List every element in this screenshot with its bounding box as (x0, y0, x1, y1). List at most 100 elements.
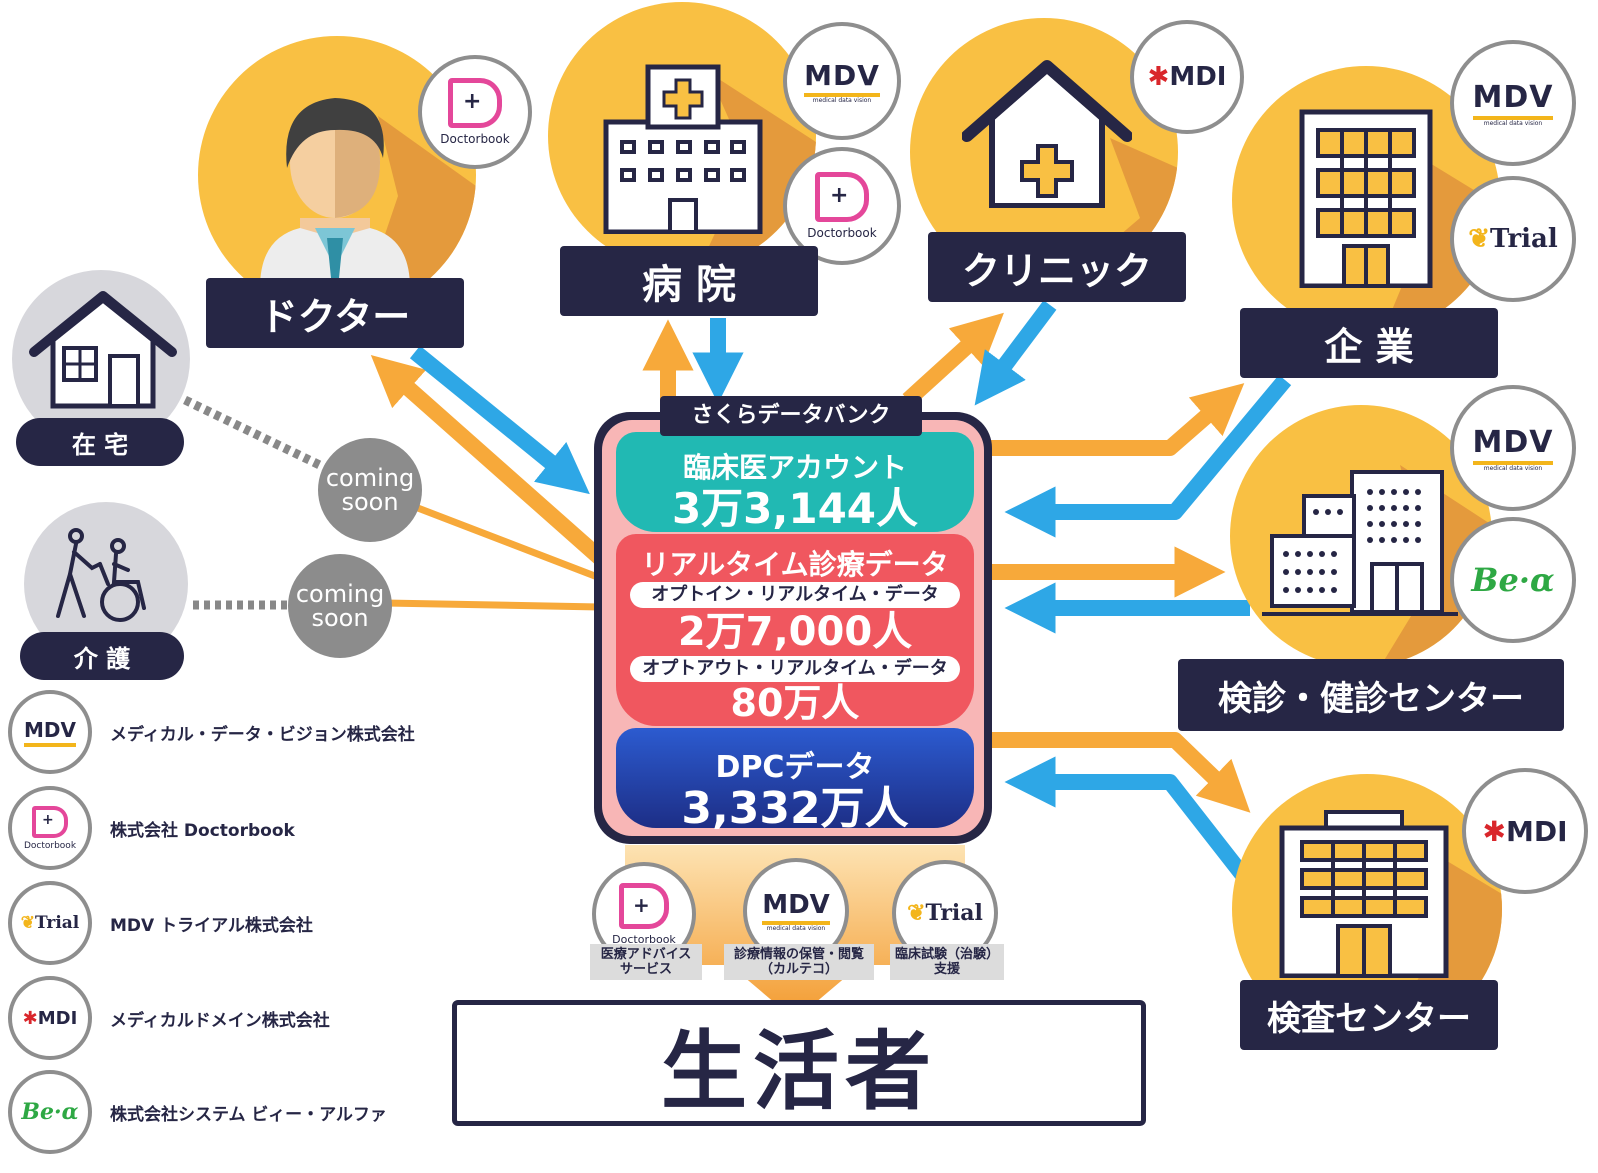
bealpha-logo-text: Be·α (21, 1099, 79, 1125)
legend-trial-logo: ❦Trial (8, 881, 92, 965)
doctor-icon (260, 98, 410, 288)
lab-center-icon (1279, 810, 1449, 978)
doctorbook-logo-text: Doctorbook (807, 226, 877, 240)
mdi-logo-text: MDI (1169, 62, 1227, 92)
legend-item-bealpha: Be·α 株式会社システム ビィー・アルファ (8, 1068, 387, 1156)
clinic-mdi-logo: ✱MDI (1130, 20, 1244, 134)
legend-label: 株式会社システム ビィー・アルファ (110, 1104, 387, 1125)
db-clinicians-title: 臨床医アカウント (682, 451, 907, 484)
coming-soon-home: coming soon (318, 438, 422, 542)
mdv-logo-text: MDV (1472, 424, 1554, 460)
database-title: さくらデータバンク (660, 396, 922, 436)
mdv-logo-text: MDV (804, 58, 880, 92)
consumer-label: 生活者 (661, 1021, 937, 1122)
legend-label: メディカルドメイン株式会社 (110, 1010, 330, 1031)
line-home (408, 501, 602, 582)
service-record-label: 診療情報の保管・閲覧 （カルテコ） (724, 944, 874, 980)
wheelchair-care-icon (56, 528, 146, 622)
mdi-star-icon: ✱ (1147, 62, 1170, 92)
db-realtime-title: リアルタイム診療データ (641, 548, 949, 581)
arrow-from-clinic (974, 300, 1057, 406)
checkup-center-icon (1262, 470, 1458, 616)
db-clinicians-band: 臨床医アカウント 3万3,144人 (616, 432, 974, 532)
hospital-doctorbook-logo: + Doctorbook (783, 147, 901, 265)
checkup-mdv-logo: MDV medical data vision (1450, 385, 1576, 511)
checkup-bealpha-logo: Be·α (1450, 517, 1576, 643)
db-dpc-title: DPCデータ (715, 750, 875, 785)
legend-doctorbook-logo: + Doctorbook (8, 786, 92, 870)
trial-logo-text: Trial (34, 913, 80, 933)
coming-soon-care: coming soon (288, 554, 392, 658)
lab-mdi-logo: ✱MDI (1462, 768, 1588, 894)
hospital-label: 病 院 (560, 246, 818, 316)
doctor-label: ドクター (206, 278, 464, 348)
clinic-label: クリニック (928, 232, 1186, 302)
legend-item-doctorbook: + Doctorbook 株式会社 Doctorbook (8, 784, 295, 872)
legend-item-trial: ❦Trial MDV トライアル株式会社 (8, 879, 313, 967)
arrow-from-doctor (409, 345, 590, 495)
arrow-to-clinic (902, 312, 1004, 406)
coming-soon-line1: coming (325, 464, 415, 492)
arrow-to-doctor (370, 355, 606, 564)
checkup-label: 検診・健診センター (1178, 659, 1564, 731)
arrow-to-lab (985, 732, 1251, 813)
hospital-mdv-logo: MDV medical data vision (783, 22, 901, 140)
db-dpc-band: DPCデータ 3,332万人 (616, 728, 974, 832)
company-label: 企 業 (1240, 308, 1498, 378)
legend-mdv-logo: MDV (8, 690, 92, 774)
service-advice-label: 医療アドバイス サービス (590, 944, 702, 980)
consumer-box: 生活者 (452, 1000, 1146, 1126)
legend-label: 株式会社 Doctorbook (110, 820, 295, 841)
lab-label: 検査センター (1240, 980, 1498, 1050)
coming-soon-line2: soon (341, 488, 399, 516)
arrow-from-lab (1004, 756, 1252, 883)
mdv-logo-text: MDV (24, 717, 76, 742)
legend-item-mdv: MDV メディカル・データ・ビジョン株式会社 (8, 688, 415, 776)
db-clinicians-value: 3万3,144人 (671, 484, 919, 533)
line-home-dotted (183, 395, 332, 475)
mdi-logo-text: MDI (1505, 814, 1568, 848)
trial-leaf-icon: ❦ (907, 900, 926, 926)
coming-soon-line1: coming (295, 580, 385, 608)
trial-leaf-icon: ❦ (1468, 224, 1491, 254)
legend-item-mdi: ✱MDI メディカルドメイン株式会社 (8, 974, 330, 1062)
legend-bealpha-logo: Be·α (8, 1070, 92, 1154)
doctorbook-logo-text: Doctorbook (23, 840, 77, 851)
service-trial-label: 臨床試験（治験） 支援 (890, 944, 1004, 980)
mdv-logo-subtext: medical data vision (1483, 119, 1543, 127)
arrow-to-company (985, 383, 1245, 456)
doctorbook-logo-text: Doctorbook (440, 132, 510, 146)
mdv-logo-subtext: medical data vision (766, 925, 826, 932)
mdi-logo-text: MDI (37, 1007, 78, 1029)
mdi-star-icon: ✱ (1482, 814, 1506, 848)
trial-logo-text: Trial (925, 900, 983, 926)
hospital-icon (603, 64, 763, 234)
house-icon (29, 291, 177, 409)
arrow-from-company (1004, 374, 1292, 538)
doctorbook-logo-text: Doctorbook (612, 932, 676, 946)
company-mdv-logo: MDV medical data vision (1450, 40, 1576, 166)
bealpha-logo-text: Be·α (1471, 561, 1555, 599)
coming-soon-line2: soon (311, 604, 369, 632)
db-dpc-value: 3,332万人 (681, 783, 909, 834)
company-trial-logo: ❦Trial (1450, 176, 1576, 302)
db-optout-label: オプトアウト・リアルタイム・データ (630, 656, 960, 682)
legend-label: MDV トライアル株式会社 (110, 915, 313, 936)
db-optout-value: 80万人 (730, 681, 860, 725)
care-label: 介 護 (20, 632, 184, 680)
mdv-logo-subtext: medical data vision (812, 96, 872, 104)
db-optin-label: オプトイン・リアルタイム・データ (630, 582, 960, 608)
db-optin-value: 2万7,000人 (677, 609, 913, 655)
mdi-star-icon: ✱ (22, 1007, 38, 1029)
trial-logo-text: Trial (1490, 224, 1558, 254)
mdv-logo-text: MDV (762, 890, 830, 920)
mdv-logo-subtext: medical data vision (1483, 464, 1543, 472)
office-building-icon (1299, 109, 1433, 288)
mdv-logo-text: MDV (1472, 79, 1554, 115)
line-care (384, 599, 601, 611)
legend-label: メディカル・データ・ビジョン株式会社 (110, 724, 415, 745)
home-label: 在 宅 (16, 418, 184, 466)
db-realtime-band: リアルタイム診療データ オプトイン・リアルタイム・データ 2万7,000人 オプ… (616, 534, 974, 726)
legend-mdi-logo: ✱MDI (8, 976, 92, 1060)
doctor-doctorbook-logo: + Doctorbook (418, 55, 532, 169)
